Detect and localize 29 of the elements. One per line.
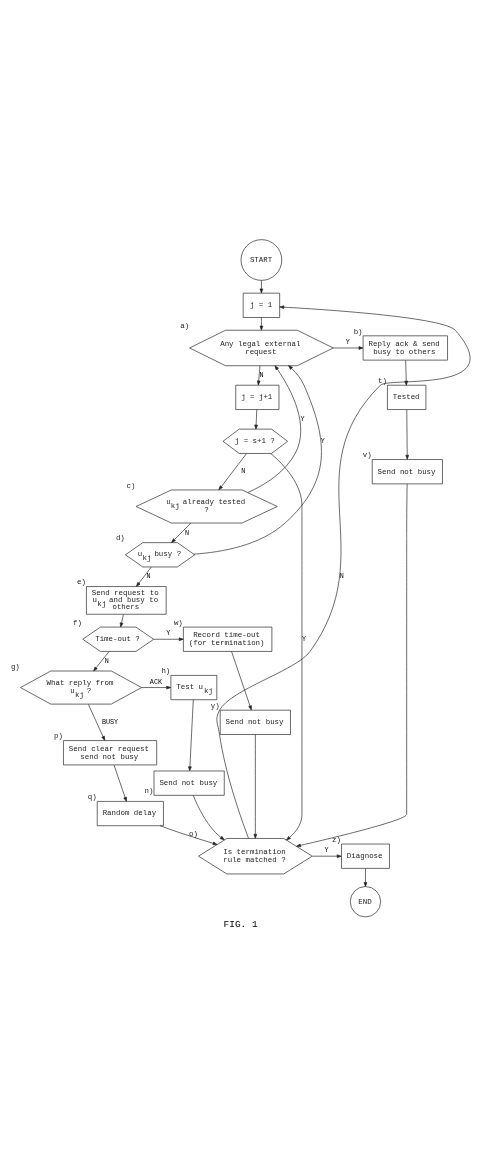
arrow <box>119 613 124 627</box>
arrow <box>192 794 225 840</box>
arrow <box>193 364 322 554</box>
arrow <box>296 483 408 847</box>
arrow <box>218 452 247 490</box>
arrow <box>231 650 252 710</box>
arrow <box>312 853 342 858</box>
arrow <box>159 824 218 845</box>
arrow <box>363 867 368 887</box>
caption: FIG. 1 <box>223 918 258 930</box>
arrow <box>188 698 194 771</box>
arrow <box>171 522 192 543</box>
arrow <box>259 316 264 330</box>
arrow <box>136 566 152 587</box>
arrow <box>247 364 302 493</box>
arrow <box>88 703 106 741</box>
arrow <box>93 650 110 671</box>
arrow <box>153 637 184 641</box>
arrow <box>113 764 127 802</box>
arrow <box>259 279 264 293</box>
arrow <box>141 685 172 689</box>
arrow <box>405 408 409 460</box>
arrow <box>254 408 258 429</box>
arrow <box>270 452 303 840</box>
arrow <box>253 733 258 839</box>
arrow <box>404 359 408 385</box>
arrow <box>216 304 471 839</box>
arrow <box>256 364 261 385</box>
arrow <box>332 345 364 350</box>
